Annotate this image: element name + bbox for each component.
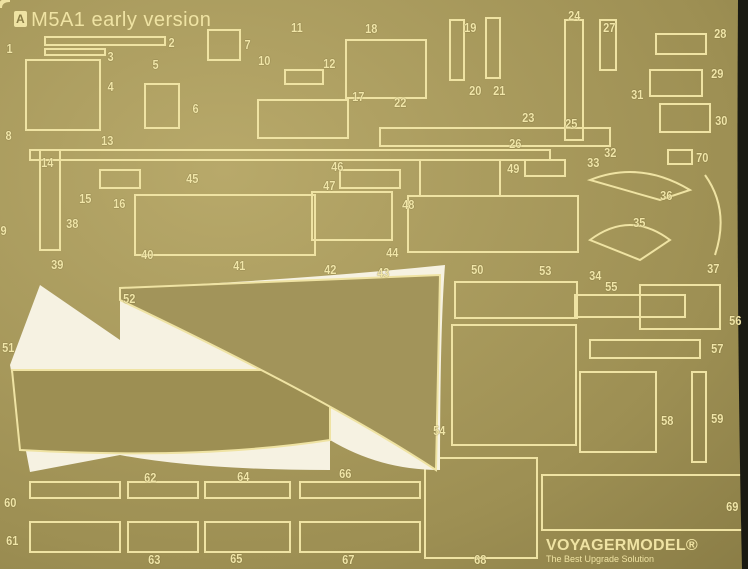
part-label: 62 [144,470,157,485]
part-label: 15 [79,191,92,206]
part-label: 67 [342,552,355,567]
part-label: 47 [323,178,336,193]
part-label: 33 [587,155,600,170]
part-label: 21 [493,83,506,98]
fret-title-text: M5A1 early version [31,9,212,31]
part-label: 70 [696,150,709,165]
part-label: 55 [605,279,618,294]
part-label: 65 [230,551,243,566]
part-label: 10 [258,53,271,68]
part-label: 66 [339,466,352,481]
part-label: 64 [237,469,250,484]
part-label: 36 [660,188,673,203]
part-label: 9 [0,223,7,238]
part-label: 37 [707,261,720,276]
fret-badge: A [14,11,28,27]
part-label: 25 [565,116,578,131]
part-label: 6 [192,101,199,116]
part-label: 45 [186,171,199,186]
part-label: 58 [661,413,674,428]
part-label: 5 [152,57,159,72]
part-label: 4 [107,79,114,94]
part-label: 24 [568,8,581,23]
part-label: 11 [291,20,303,35]
part-label: 52 [123,291,136,306]
brand-logo: VOYAGERMODEL® The Best Upgrade Solution [546,537,698,564]
part-label: 40 [141,247,154,262]
part-label: 2 [168,35,175,50]
part-label: 14 [41,155,54,170]
part-label: 17 [352,89,365,104]
part-label: 1 [6,41,13,56]
part-label: 56 [729,313,742,328]
part-label: 59 [711,411,724,426]
part-label: 38 [66,216,79,231]
part-label: 12 [323,56,336,71]
part-label: 19 [464,20,477,35]
part-label: 23 [522,110,535,125]
part-label: 50 [471,262,484,277]
part-label: 69 [726,499,739,514]
part-label: 35 [633,215,646,230]
part-label: 68 [474,552,487,567]
part-label: 43 [377,265,390,280]
part-label: 46 [331,159,344,174]
part-label: 60 [4,495,17,510]
part-label: 42 [324,262,337,277]
brand-tagline: The Best Upgrade Solution [546,554,655,564]
part-label: 49 [507,161,520,176]
part-label: 30 [715,113,728,128]
part-label: 53 [539,263,552,278]
part-label: 39 [51,257,64,272]
part-label: 48 [402,197,415,212]
brand-name: VOYAGERMODEL® [546,537,699,554]
part-label: 51 [2,340,15,355]
part-label: 18 [365,21,378,36]
part-label: 31 [631,87,644,102]
part-label: 8 [5,128,12,143]
part-label: 41 [233,258,246,273]
part-label: 26 [509,136,522,151]
part-label: 54 [433,423,446,438]
part-label: 7 [244,37,251,52]
part-label: 27 [603,20,616,35]
part-label: 32 [604,145,617,160]
part-label: 63 [148,552,161,567]
part-label: 34 [589,268,602,283]
part-label: 57 [711,341,724,356]
part-label: 61 [6,533,19,548]
part-label: 22 [394,95,407,110]
part-label: 44 [386,245,399,260]
part-label: 13 [101,133,114,148]
part-label: 28 [714,26,727,41]
part-label: 20 [469,83,482,98]
part-label: 3 [107,49,114,64]
part-label: 29 [711,66,724,81]
part-label: 16 [113,196,126,211]
